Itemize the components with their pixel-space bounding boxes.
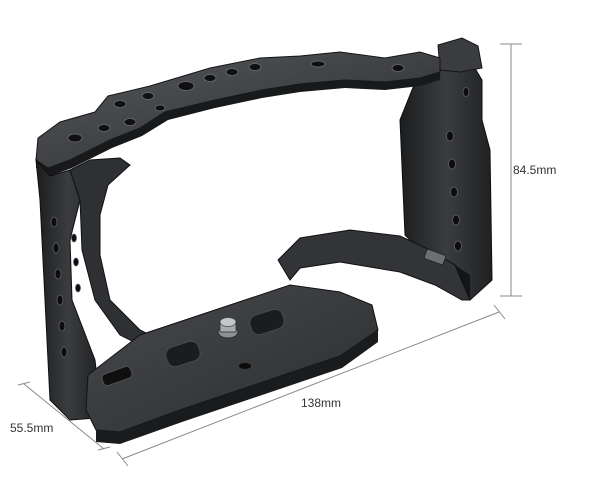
left-plate-mounting-holes (50, 216, 81, 358)
cage-bottom-bridge (277, 229, 471, 301)
depth-dimension-label: 55.5mm (10, 421, 54, 435)
base-tripod-screw-icon (217, 317, 239, 339)
dimension-lines (17, 43, 522, 467)
right-plate-mounting-holes (446, 87, 470, 252)
cage-top-plate-edge (36, 72, 440, 176)
base-strap-slot (101, 365, 133, 387)
top-plate-mounting-holes (67, 60, 405, 143)
width-dimension-label: 138mm (301, 396, 342, 410)
cage-hotshoe-mount (437, 37, 483, 73)
base-rubber-pads (165, 308, 285, 368)
cage-base-plate-front-edge (96, 330, 378, 444)
cage-quick-release-latch (424, 249, 446, 265)
height-dimension-label: 84.5mm (513, 163, 557, 177)
base-front-hole (239, 363, 251, 369)
cage-left-inner-frame (69, 157, 161, 351)
